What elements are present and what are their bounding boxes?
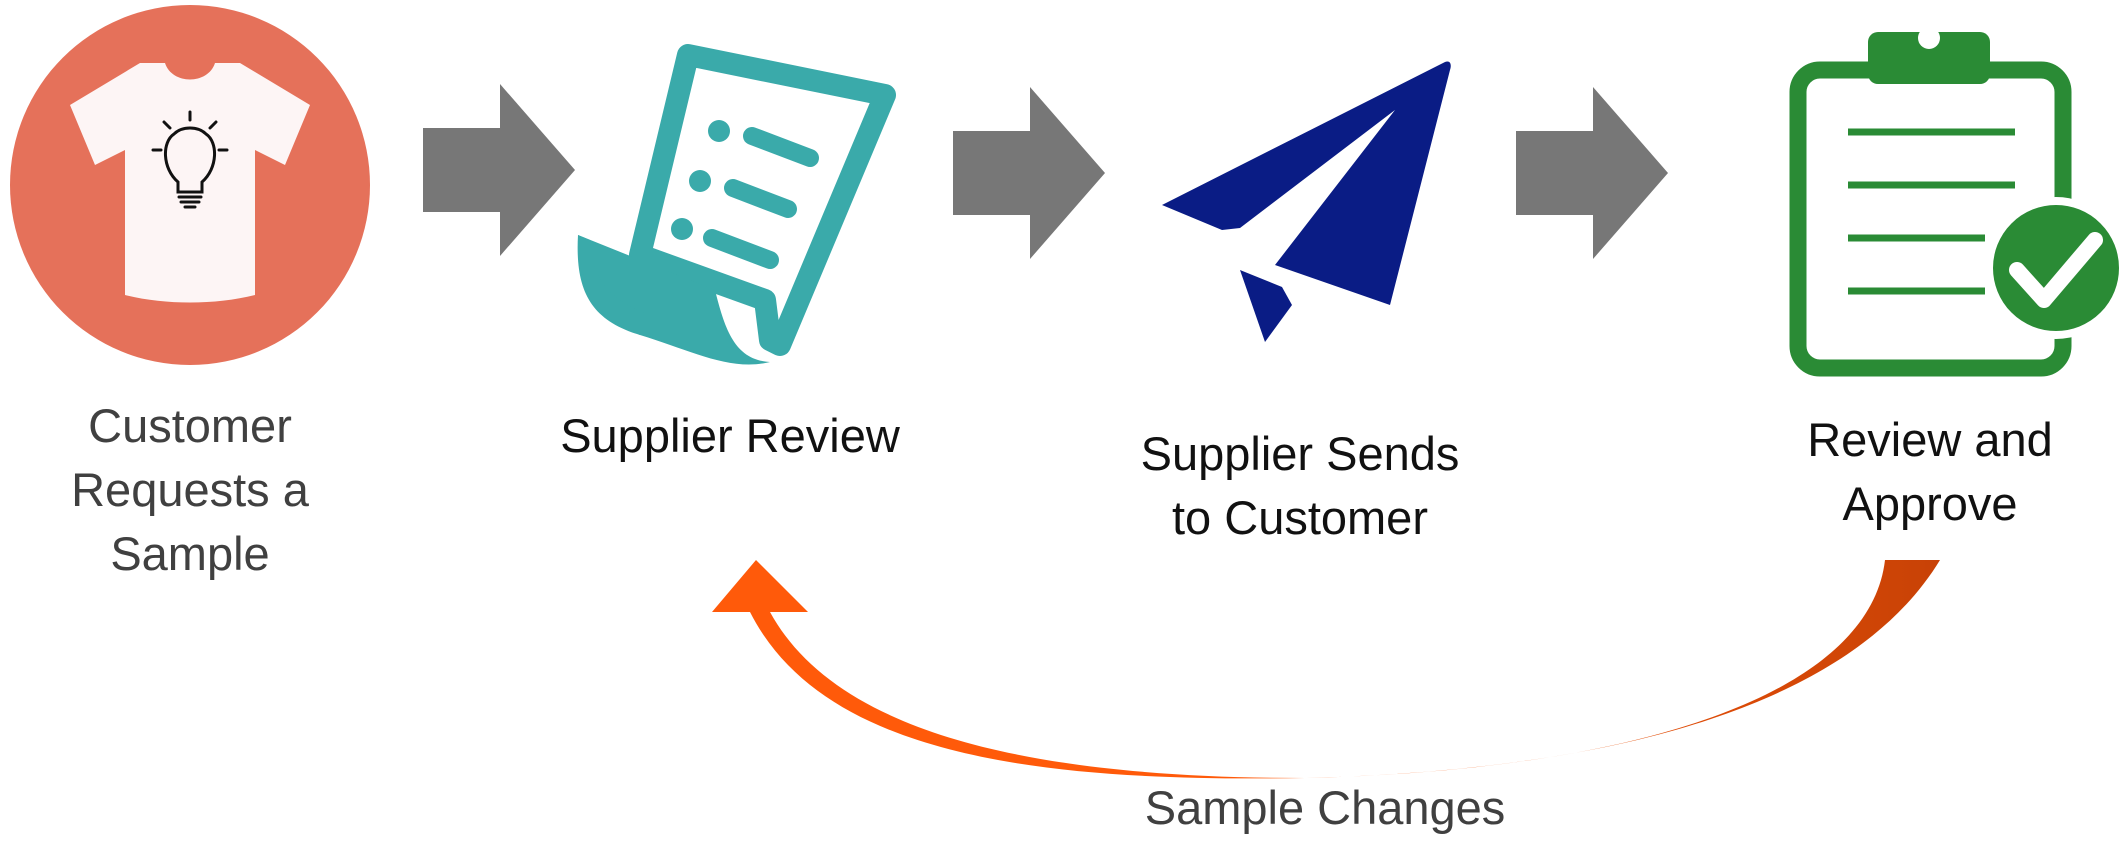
paper-plane-body <box>1162 61 1451 306</box>
paper-plane-icon <box>1162 61 1451 342</box>
connector-arrow-2 <box>953 87 1105 259</box>
clipboard-clip-hole <box>1918 27 1940 49</box>
loop-label-text: Sample Changes <box>1144 781 1506 834</box>
paper-plane-tail <box>1240 270 1292 342</box>
step-label-review-approve: Review and Approve <box>1730 408 2121 536</box>
document-curl-shadow <box>578 235 650 335</box>
step-label-supplier-sends: Supplier Sends to Customer <box>1090 422 1510 550</box>
document-bullet-2 <box>689 170 711 192</box>
tshirt-lightbulb-icon <box>10 5 370 365</box>
clipboard-check-icon <box>1789 27 2121 377</box>
clipboard-clip <box>1868 32 1990 84</box>
step-label-line: to Customer <box>1172 491 1428 544</box>
document-scroll-icon <box>577 44 896 365</box>
tshirt-shape <box>70 63 310 303</box>
step-label-line: Review and <box>1807 413 2053 466</box>
step-label-customer-requests: Customer Requests a Sample <box>40 394 340 586</box>
step-label-supplier-review: Supplier Review <box>520 404 940 468</box>
document-line-2 <box>724 179 797 218</box>
step-label-line: Approve <box>1842 477 2018 530</box>
document-curl <box>577 235 770 365</box>
step-label-line: Sample <box>110 527 270 580</box>
connector-arrow-3 <box>1516 87 1668 259</box>
loop-label-sample-changes: Sample Changes <box>1040 776 1610 840</box>
document-bullet-1 <box>708 120 730 142</box>
document-sheet <box>629 44 896 356</box>
lightbulb-icon <box>151 110 229 209</box>
step-label-line: Supplier Review <box>560 409 900 462</box>
check-circle-icon <box>1985 197 2121 339</box>
document-line-3 <box>703 229 779 269</box>
checkmark-icon <box>2009 232 2103 308</box>
document-bullet-3 <box>671 218 693 240</box>
connector-arrow-1 <box>423 84 575 256</box>
step-label-line: Customer <box>88 399 292 452</box>
step-label-line: Supplier Sends <box>1140 427 1460 480</box>
loop-arrow-icon <box>712 560 1940 779</box>
step-label-line: Requests a <box>71 463 309 516</box>
document-line-1 <box>743 127 819 167</box>
